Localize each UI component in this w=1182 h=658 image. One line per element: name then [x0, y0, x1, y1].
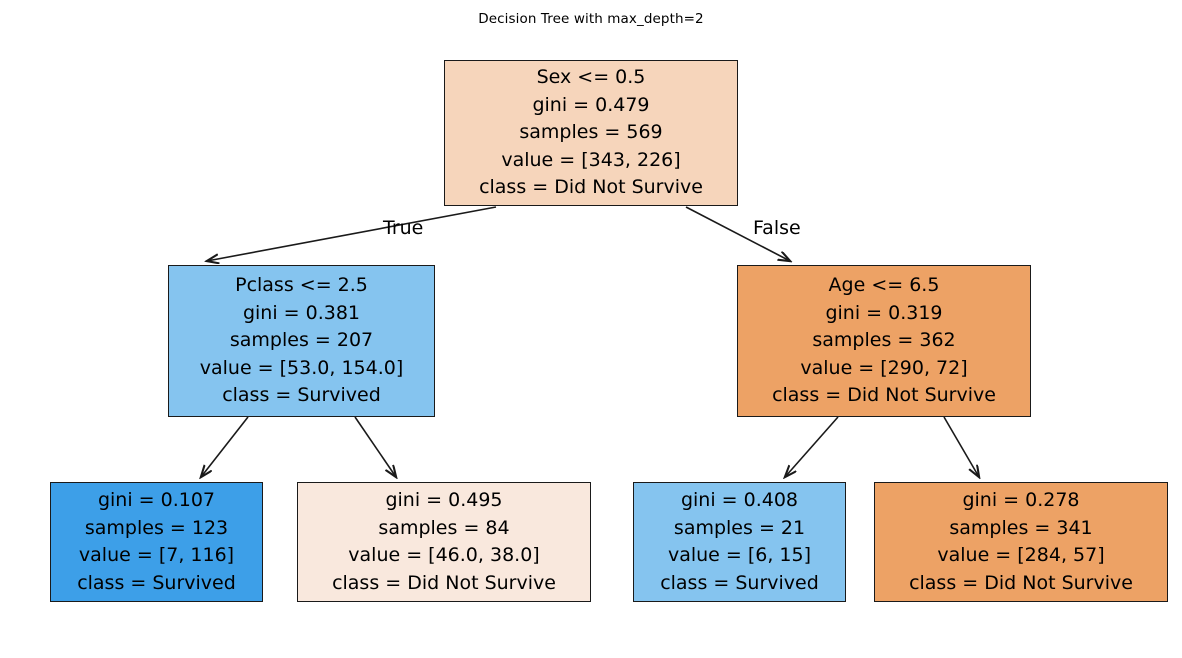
node-class: class = Did Not Survive — [909, 571, 1133, 594]
node-value: value = [53.0, 154.0] — [199, 356, 404, 379]
edge-right-to-leaf3 — [785, 416, 839, 477]
node-value: value = [46.0, 38.0] — [348, 544, 540, 566]
page-title: Decision Tree with max_depth=2 — [478, 11, 704, 27]
node-gini: gini = 0.278 — [962, 489, 1080, 511]
node-gini: gini = 0.408 — [680, 489, 799, 511]
node-class: class = Did Not Survive — [772, 384, 996, 407]
node-samples: samples = 123 — [84, 516, 229, 539]
tree-node-leaf2[interactable]: gini = 0.495 samples = 84 value = [46.0,… — [297, 482, 591, 602]
node-condition: Sex <= 0.5 — [536, 66, 646, 89]
edge-left-to-leaf2 — [354, 416, 396, 477]
node-value: value = [343, 226] — [501, 148, 681, 171]
tree-node-leaf1[interactable]: gini = 0.107 samples = 123 value = [7, 1… — [50, 482, 263, 602]
node-condition: Pclass <= 2.5 — [235, 274, 368, 297]
node-condition: Age <= 6.5 — [828, 274, 940, 297]
edge-label-false: False — [753, 217, 801, 239]
node-samples: samples = 569 — [519, 121, 663, 144]
tree-node-root[interactable]: Sex <= 0.5 gini = 0.479 samples = 569 va… — [444, 60, 738, 206]
node-samples: samples = 341 — [949, 516, 1093, 539]
node-value: value = [290, 72] — [800, 356, 968, 379]
node-class: class = Survived — [660, 571, 819, 594]
edge-right-to-leaf4 — [943, 416, 979, 477]
node-class: class = Did Not Survive — [332, 571, 556, 594]
node-gini: gini = 0.381 — [242, 301, 361, 324]
edge-root-to-left — [207, 206, 497, 261]
node-value: value = [6, 15] — [667, 544, 812, 566]
tree-node-leaf3[interactable]: gini = 0.408 samples = 21 value = [6, 15… — [633, 482, 846, 602]
node-samples: samples = 207 — [229, 329, 374, 352]
tree-node-leaf4[interactable]: gini = 0.278 samples = 341 value = [284,… — [874, 482, 1168, 602]
node-gini: gini = 0.319 — [825, 301, 943, 324]
node-class: class = Survived — [77, 571, 236, 594]
node-gini: gini = 0.495 — [385, 489, 503, 511]
node-gini: gini = 0.107 — [97, 489, 216, 511]
node-samples: samples = 362 — [812, 329, 956, 352]
tree-node-left[interactable]: Pclass <= 2.5 gini = 0.381 samples = 207… — [168, 265, 435, 417]
tree-node-right[interactable]: Age <= 6.5 gini = 0.319 samples = 362 va… — [737, 265, 1031, 417]
node-class: class = Survived — [222, 384, 381, 407]
node-samples: samples = 84 — [378, 516, 510, 539]
node-class: class = Did Not Survive — [479, 176, 703, 199]
edge-label-true: True — [383, 217, 424, 239]
node-value: value = [7, 116] — [78, 544, 235, 566]
edge-left-to-leaf1 — [201, 416, 249, 477]
node-value: value = [284, 57] — [937, 544, 1105, 566]
node-samples: samples = 21 — [673, 516, 806, 539]
node-gini: gini = 0.479 — [532, 93, 650, 116]
